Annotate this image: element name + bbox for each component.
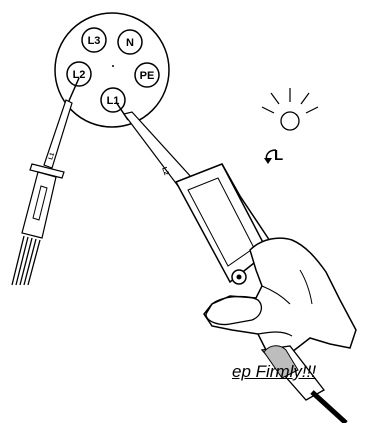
outlet-socket: L3 N L2 PE L1 [55, 13, 169, 127]
lamp-indicator-label: L [274, 147, 283, 164]
terminal-l3-label: L3 [88, 35, 101, 47]
terminal-n: N [118, 30, 142, 54]
terminal-l2: L2 [67, 62, 91, 86]
cable-wire [312, 392, 346, 423]
lamp-bulb [281, 112, 299, 130]
lamp-arrow-head [264, 158, 272, 164]
tester-button-center [237, 275, 242, 280]
caption-text: ep Firmly!!! [232, 362, 371, 382]
left-probe-handle [22, 172, 56, 238]
terminal-pe: PE [135, 63, 159, 87]
left-probe-cable [12, 236, 40, 285]
terminal-l1: L1 [101, 88, 125, 112]
socket-center-dot [112, 65, 114, 67]
right-test-probe: L2 [116, 102, 272, 284]
terminal-pe-label: PE [140, 70, 155, 82]
right-probe-shaft [124, 112, 192, 186]
terminal-n-label: N [126, 37, 134, 49]
right-probe-marking: L2 [160, 166, 169, 176]
terminal-l3: L3 [82, 28, 106, 52]
left-test-probe: L1 [12, 78, 79, 285]
lamp-rays [262, 88, 318, 113]
tester-cable [262, 346, 346, 423]
lamp-indicator: L [262, 88, 318, 164]
